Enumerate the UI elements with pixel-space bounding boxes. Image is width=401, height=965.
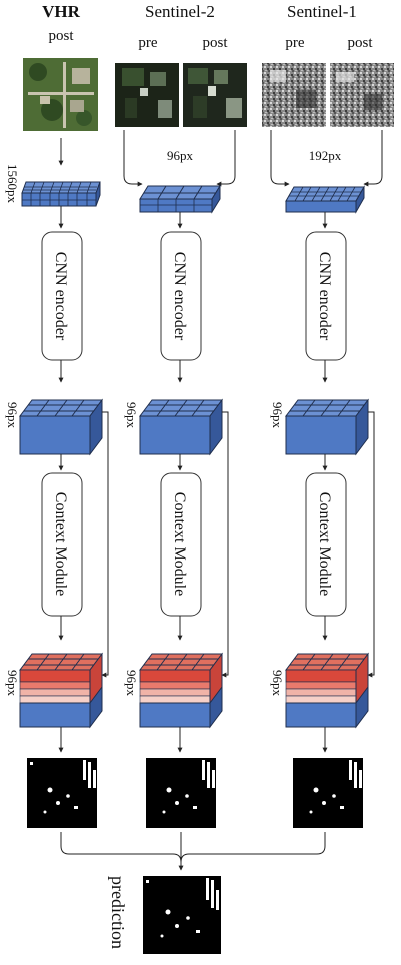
sentinel-1-post-image <box>330 63 394 127</box>
vhr-input-tensor <box>21 181 101 207</box>
sentinel-1-input-size: 192px <box>309 148 342 163</box>
vhr-prediction-mask <box>27 758 97 828</box>
subtitle-sentinel-1-post: post <box>347 35 373 51</box>
column-vhr: VHR post 1560px CNN encoder 96px <box>5 2 109 828</box>
sentinel-1-prediction-mask <box>293 758 363 828</box>
subtitle-vhr-post: post <box>48 28 74 44</box>
vhr-feature-tensor <box>19 398 103 456</box>
sentinel-1-input-tensor <box>285 185 365 214</box>
sentinel-2-output-size: 96px <box>124 670 139 697</box>
column-title-sentinel-1: Sentinel-1 <box>287 2 357 21</box>
column-title-vhr: VHR <box>42 2 81 21</box>
column-sentinel-2: Sentinel-2 pre post 96px <box>115 2 247 828</box>
sentinel-1-context-module-label: Context Module <box>316 492 333 596</box>
final-prediction-mask <box>143 876 221 954</box>
sentinel-1-feature-size: 96px <box>270 402 285 429</box>
sentinel-1-output-size: 96px <box>270 670 285 697</box>
sentinel-1-cnn-encoder-box <box>305 231 347 361</box>
sentinel-1-context-tensor <box>285 652 369 729</box>
sentinel-1-feature-tensor <box>285 398 369 456</box>
sentinel-2-pre-image <box>115 63 179 127</box>
prediction-label: prediction <box>108 876 128 949</box>
vhr-feature-size: 96px <box>5 402 20 429</box>
subtitle-sentinel-2-pre: pre <box>138 35 157 51</box>
sentinel-2-feature-size: 96px <box>124 402 139 429</box>
sentinel-2-post-image <box>183 63 247 127</box>
sentinel-2-context-module-label: Context Module <box>171 492 188 596</box>
vhr-input-size: 1560px <box>5 164 20 204</box>
vhr-cnn-encoder-box <box>41 231 83 361</box>
sentinel-2-cnn-encoder-box <box>160 231 202 361</box>
vhr-output-size: 96px <box>5 670 20 697</box>
vhr-satellite-image <box>23 58 98 131</box>
sentinel-1-context-module-box <box>305 472 347 617</box>
sentinel-2-prediction-mask <box>146 758 216 828</box>
sentinel-1-cnn-encoder-label: CNN encoder <box>316 252 333 341</box>
sentinel-2-input-tensor <box>139 184 221 214</box>
vhr-context-module-box <box>41 472 83 617</box>
vhr-context-module-label: Context Module <box>52 492 69 596</box>
sentinel-2-cnn-encoder-label: CNN encoder <box>171 252 188 341</box>
column-sentinel-1: Sentinel-1 pre post 192px CNN encoder 96… <box>262 2 394 828</box>
subtitle-sentinel-2-post: post <box>202 35 228 51</box>
sentinel-1-pre-image <box>262 63 326 127</box>
fusion-connector <box>60 832 326 871</box>
sentinel-2-feature-tensor <box>139 398 223 456</box>
vhr-cnn-encoder-label: CNN encoder <box>52 252 69 341</box>
column-title-sentinel-2: Sentinel-2 <box>145 2 215 21</box>
sentinel-2-context-module-box <box>160 472 202 617</box>
subtitle-sentinel-1-pre: pre <box>285 35 304 51</box>
vhr-context-tensor <box>19 652 103 729</box>
sentinel-2-input-size: 96px <box>167 148 194 163</box>
sentinel-2-context-tensor <box>139 652 223 729</box>
